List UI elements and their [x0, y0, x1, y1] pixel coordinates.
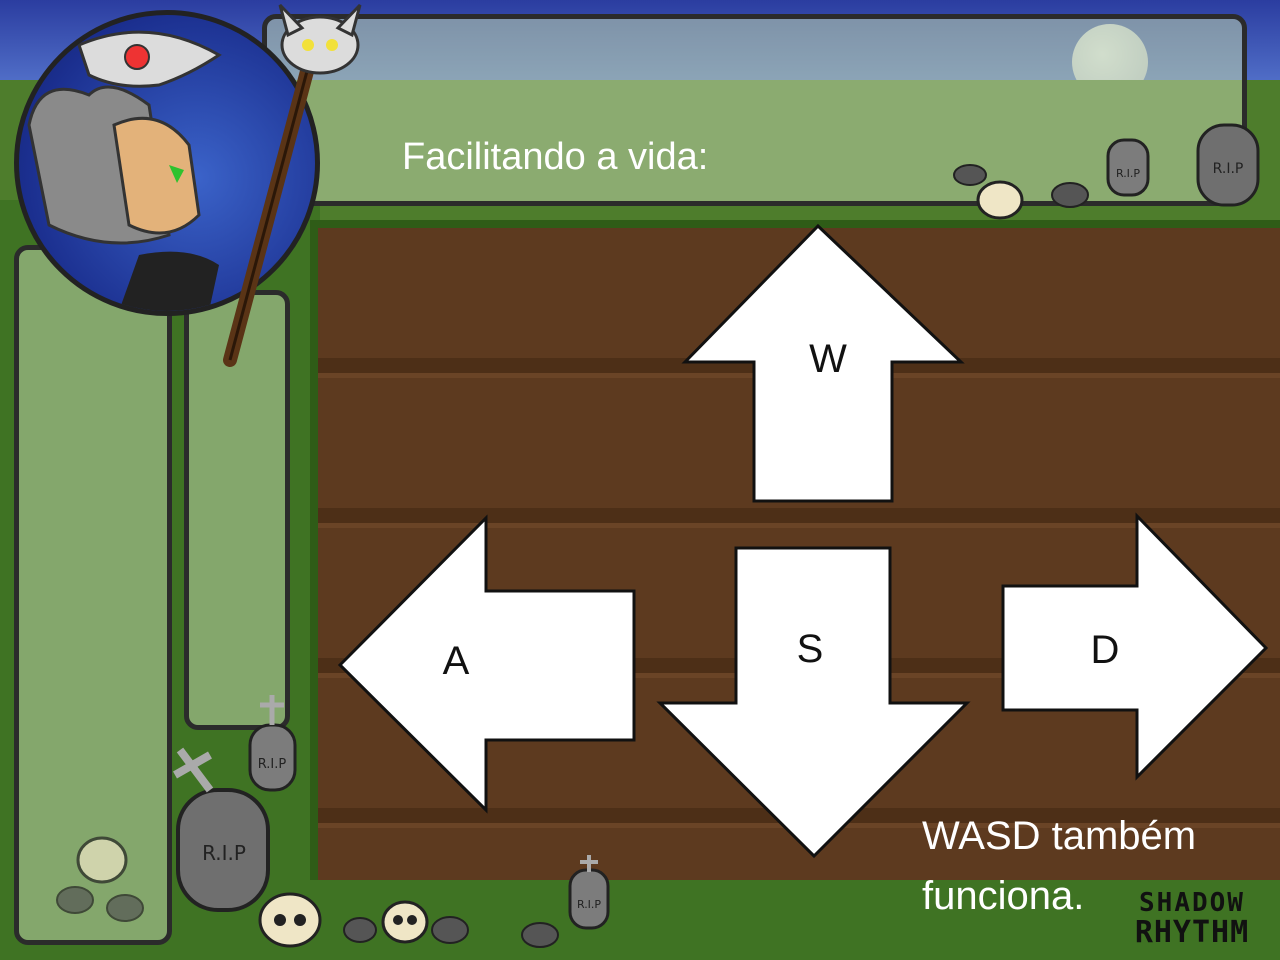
down-arrow-key-s: S	[656, 546, 971, 859]
left-arrow-key-a: A	[337, 514, 636, 814]
svg-text:R.I.P: R.I.P	[1116, 167, 1140, 180]
hint-line-1: WASD também	[922, 814, 1197, 858]
rock-icon	[953, 164, 1089, 208]
key-label-w: W	[809, 337, 847, 381]
graveyard-decor-right: R.I.P R.I.P	[953, 123, 1260, 220]
tombstone-icon: R.I.P	[173, 747, 270, 912]
logo-line-2: RHYTHM	[1134, 915, 1250, 950]
hint-line-2: funciona.	[922, 874, 1085, 918]
svg-text:R.I.P: R.I.P	[1213, 161, 1244, 177]
rock-icon	[343, 916, 559, 948]
shadow-rhythm-logo: SHADOW RHYTHM	[1108, 888, 1276, 948]
character-portrait	[14, 10, 320, 316]
logo-line-1: SHADOW	[1139, 888, 1245, 918]
key-label-d: D	[1091, 628, 1120, 672]
skull-icon	[381, 900, 429, 944]
wasd-hint-text: WASD também funciona.	[922, 806, 1262, 926]
key-label-a: A	[443, 639, 470, 683]
svg-text:R.I.P: R.I.P	[577, 898, 601, 911]
svg-text:R.I.P: R.I.P	[258, 757, 287, 772]
skull-icon	[258, 892, 322, 948]
up-arrow-key-w: W	[681, 223, 965, 503]
graveyard-decor-left: R.I.P R.I.P R.I.P	[173, 695, 610, 948]
skull-icon	[976, 180, 1024, 220]
svg-text:R.I.P: R.I.P	[202, 841, 246, 865]
tutorial-title: Facilitando a vida:	[402, 136, 709, 178]
skull-pile-decor	[56, 836, 144, 922]
tombstone-icon: R.I.P	[1196, 123, 1260, 207]
tombstone-icon: R.I.P	[248, 695, 297, 792]
right-arrow-key-d: D	[1001, 512, 1269, 781]
staff-icon	[223, 3, 362, 367]
character-icon	[27, 30, 222, 311]
left-lane-panel	[14, 245, 172, 945]
tombstone-icon: R.I.P	[1106, 138, 1150, 197]
key-label-s: S	[797, 627, 824, 671]
tombstone-icon: R.I.P	[568, 855, 610, 930]
